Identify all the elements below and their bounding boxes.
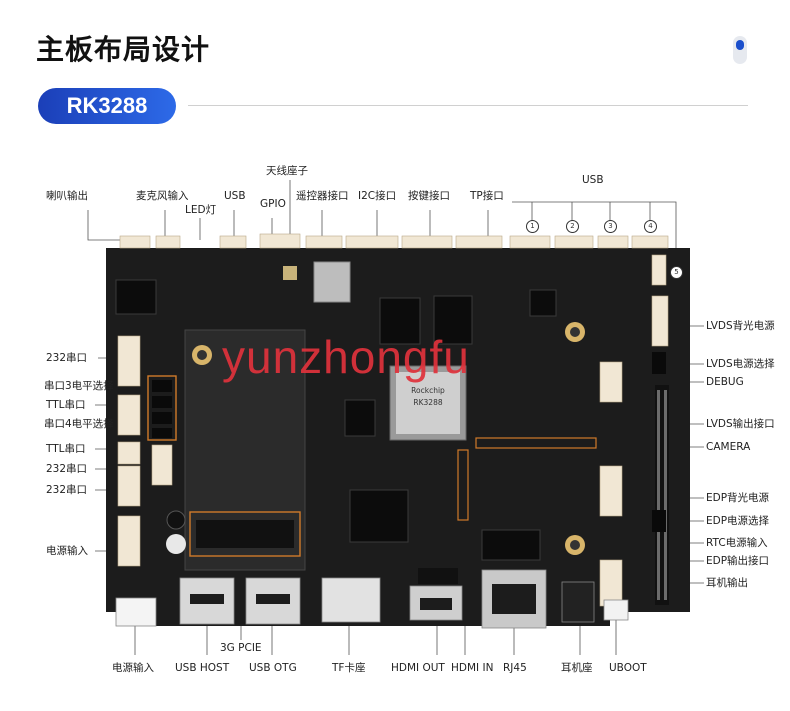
usb-number-4: 4 xyxy=(644,220,657,233)
label-uart232-b: 232串口 xyxy=(46,463,88,475)
label-debug: DEBUG xyxy=(706,376,744,388)
label-power-in-left: 电源输入 xyxy=(46,545,88,557)
label-camera: CAMERA xyxy=(706,441,751,453)
label-antenna: 天线座子 xyxy=(266,165,308,177)
label-gpio: GPIO xyxy=(260,198,286,210)
soc-model: RK3288 xyxy=(413,398,442,407)
label-uart232-c: 232串口 xyxy=(46,484,88,496)
label-edp-backlight: EDP背光电源 xyxy=(706,492,770,504)
usb-number-5: 5 xyxy=(670,266,683,279)
label-rtc-power: RTC电源输入 xyxy=(706,537,768,549)
label-uart4-level: 串口4电平选择 xyxy=(44,418,114,430)
label-usb-otg: USB OTG xyxy=(249,662,297,674)
usb-number-1: 1 xyxy=(526,220,539,233)
label-usb-host: USB HOST xyxy=(175,662,230,674)
page-title: 主板布局设计 xyxy=(36,33,211,66)
label-led: LED灯 xyxy=(185,204,217,216)
usb-number-3: 3 xyxy=(604,220,617,233)
label-uart3-level: 串口3电平选择 xyxy=(44,380,114,392)
label-lvds-backlight: LVDS背光电源 xyxy=(706,320,775,332)
label-headphone: 耳机输出 xyxy=(706,577,748,589)
label-pcie: 3G PCIE xyxy=(220,642,262,654)
label-usb: USB xyxy=(224,190,246,202)
watermark: yunzhongfu xyxy=(222,331,470,383)
label-rj45: RJ45 xyxy=(503,662,527,674)
label-edp-out: EDP输出接口 xyxy=(706,555,770,567)
label-ttl-b: TTL串口 xyxy=(46,443,86,455)
label-key: 按键接口 xyxy=(408,190,450,202)
scroll-indicator[interactable] xyxy=(733,36,747,64)
label-tp: TP接口 xyxy=(470,190,504,202)
label-speaker: 喇叭输出 xyxy=(46,190,88,202)
label-usb-group: USB xyxy=(582,174,604,186)
model-badge: RK3288 xyxy=(38,88,176,124)
label-tf-slot: TF卡座 xyxy=(332,662,366,674)
usb-number-2: 2 xyxy=(566,220,579,233)
label-uboot: UBOOT xyxy=(609,662,647,674)
label-earphone-jack: 耳机座 xyxy=(561,662,593,674)
label-power-in-bottom: 电源输入 xyxy=(112,662,154,674)
label-edp-power-select: EDP电源选择 xyxy=(706,515,770,527)
label-lvds-power-select: LVDS电源选择 xyxy=(706,358,775,370)
label-hdmi-out: HDMI OUT xyxy=(391,662,445,674)
label-ttl-a: TTL串口 xyxy=(46,399,86,411)
soc-brand: Rockchip xyxy=(411,386,445,395)
label-uart232-a: 232串口 xyxy=(46,352,88,364)
label-lvds-out: LVDS输出接口 xyxy=(706,418,775,430)
label-i2c: I2C接口 xyxy=(358,190,397,202)
header-divider xyxy=(188,105,748,106)
label-mic: 麦克风输入 xyxy=(136,190,189,202)
label-hdmi-in: HDMI IN xyxy=(451,662,494,674)
label-remote: 遥控器接口 xyxy=(296,190,349,202)
